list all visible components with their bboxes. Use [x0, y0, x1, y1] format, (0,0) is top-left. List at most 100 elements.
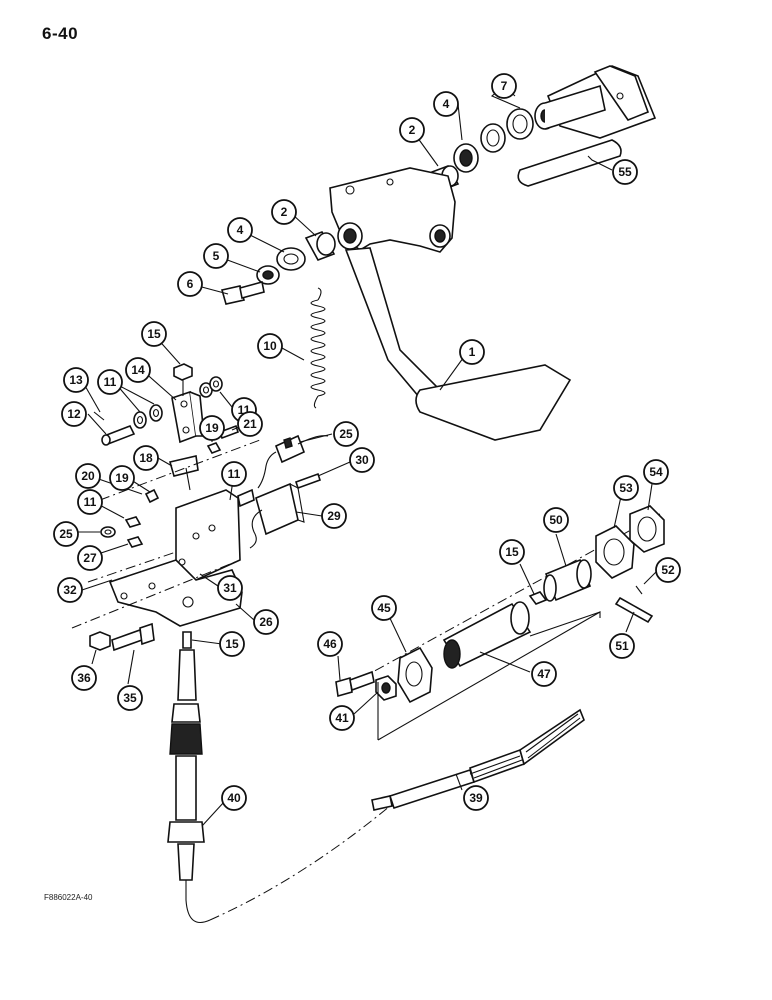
cotter-pin-13: [93, 411, 105, 421]
callout-13: 13: [63, 367, 89, 393]
callout-label: 46: [323, 637, 337, 651]
callout-label: 7: [501, 79, 508, 93]
cylinder-housing-47: [442, 601, 532, 669]
callout-6: 6: [177, 271, 203, 297]
callout-11: 11: [77, 489, 103, 515]
screw-30: [294, 472, 322, 490]
cable-wire: [209, 805, 391, 921]
callout-label: 40: [227, 791, 241, 805]
callout-4: 4: [227, 217, 253, 243]
washer-11-left: [124, 516, 142, 528]
callout-label: 14: [131, 363, 145, 377]
callout-label: 21: [243, 417, 257, 431]
clevis-14: [171, 390, 205, 444]
callout-10: 10: [257, 333, 283, 359]
callout-31: 31: [217, 575, 243, 601]
callout-36: 36: [71, 665, 97, 691]
wire-connector-25: [257, 434, 329, 489]
callout-label: 1: [469, 345, 476, 359]
callout-label: 55: [618, 165, 632, 179]
bolt-35: [111, 622, 155, 652]
callout-20: 20: [75, 463, 101, 489]
washer-4-lower: [276, 247, 306, 271]
callout-32: 32: [57, 577, 83, 603]
clevis-pin-12: [101, 424, 136, 446]
callout-2: 2: [399, 117, 425, 143]
callout-label: 18: [139, 451, 153, 465]
callout-15: 15: [219, 631, 245, 657]
callout-label: 4: [443, 97, 450, 111]
callout-label: 15: [225, 637, 239, 651]
callout-label: 11: [84, 495, 97, 509]
callout-label: 54: [649, 465, 663, 479]
callout-label: 32: [63, 583, 77, 597]
callout-30: 30: [349, 447, 375, 473]
return-spring: [310, 287, 326, 409]
callout-label: 31: [223, 581, 237, 595]
nut-15-top: [173, 363, 193, 396]
callout-label: 15: [505, 545, 519, 559]
callout-label: 47: [537, 667, 551, 681]
callout-label: 19: [205, 421, 219, 435]
washer-7: [480, 108, 534, 153]
pedal-mount-arm: [534, 65, 657, 139]
callout-label: 30: [355, 453, 369, 467]
callout-label: 11: [104, 375, 117, 389]
callout-label: 35: [123, 691, 137, 705]
nut-19: [144, 442, 222, 504]
callout-label: 19: [115, 471, 129, 485]
callout-label: 29: [327, 509, 341, 523]
bolt-46: [335, 670, 375, 698]
callout-19: 19: [109, 465, 135, 491]
callout-5: 5: [203, 243, 229, 269]
cylinder-50: [543, 558, 592, 602]
bolt-6: [220, 281, 265, 305]
callout-18: 18: [133, 445, 159, 471]
callout-52: 52: [655, 557, 681, 583]
callout-12: 12: [61, 401, 87, 427]
clutch-cable-40: [167, 631, 211, 924]
nut-41: [375, 675, 397, 701]
safety-switch-29: [249, 482, 305, 549]
callout-label: 52: [661, 563, 675, 577]
callout-51: 51: [609, 633, 635, 659]
clutch-pedal: [329, 167, 572, 441]
callout-label: 12: [67, 407, 81, 421]
callout-25: 25: [333, 421, 359, 447]
callout-label: 25: [59, 527, 73, 541]
pivot-pin: [517, 139, 622, 187]
callout-label: 2: [281, 205, 288, 219]
callout-50: 50: [543, 507, 569, 533]
callout-40: 40: [221, 785, 247, 811]
nut-36: [89, 631, 111, 651]
callout-label: 51: [615, 639, 629, 653]
nut-27: [126, 536, 144, 548]
callout-label: 6: [187, 277, 194, 291]
cotter-pin-52: [635, 585, 643, 595]
callout-label: 20: [81, 469, 95, 483]
callout-35: 35: [117, 685, 143, 711]
callout-label: 45: [377, 601, 391, 615]
washer-4-upper: [453, 143, 479, 173]
pin-51: [614, 596, 654, 624]
callout-label: 26: [259, 615, 273, 629]
callout-46: 46: [317, 631, 343, 657]
page-number: 6-40: [42, 24, 79, 43]
callout-label: 11: [228, 467, 241, 481]
callout-15: 15: [141, 321, 167, 347]
callout-label: 25: [339, 427, 353, 441]
callout-21: 21: [237, 411, 263, 437]
callout-15: 15: [499, 539, 525, 565]
flange-53: [595, 525, 635, 579]
callout-label: 15: [147, 327, 161, 341]
callout-54: 54: [643, 459, 669, 485]
callout-4: 4: [433, 91, 459, 117]
adjusting-rod-39: [371, 708, 585, 811]
callout-19: 19: [199, 415, 225, 441]
callout-label: 27: [83, 551, 97, 565]
callout-29: 29: [321, 503, 347, 529]
callout-53: 53: [613, 475, 639, 501]
callout-26: 26: [253, 609, 279, 635]
